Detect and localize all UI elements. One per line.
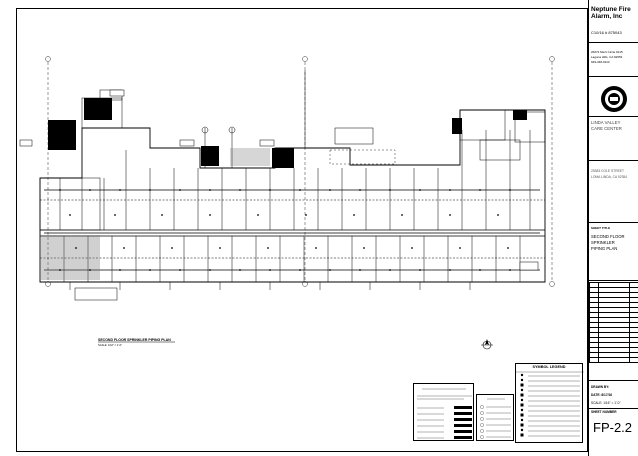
sprinkler-heads — [59, 189, 511, 271]
sheet-date: DATE: 8/17/16 — [591, 393, 613, 397]
sheet-title-label: SHEET TITLE — [591, 226, 611, 230]
project-name-line2: CARE CENTER — [591, 126, 622, 131]
project-address: 25383 COLE STREET LOMA LINDA, CA 92354 — [591, 168, 627, 180]
project-address-line1: 25383 COLE STREET — [591, 169, 624, 173]
sheet-title: SECOND FLOOR SPRINKLER PIPING PLAN — [591, 234, 625, 252]
notes-checklist-lines — [480, 398, 511, 439]
company-seal-icon — [601, 86, 627, 112]
general-notes-lines — [417, 388, 472, 439]
drawn-by-label: DRAWN BY: — [591, 385, 610, 389]
sheet-scale: SCALE: 1/16" = 1'-0" — [591, 401, 621, 405]
sheet-number: FP-2.2 — [593, 420, 633, 435]
sheet-title-line2: SPRINKLER — [591, 240, 615, 245]
title-block-divider — [589, 408, 638, 409]
company-address-line2: Laguna Hills, CA 92653 — [591, 55, 623, 59]
plan-scale: SCALE: 1/16" = 1'-0" — [98, 344, 123, 347]
symbol-legend-rows — [516, 371, 584, 437]
title-block: Neptune Fire Alarm, Inc C10/16 # 875043 … — [588, 0, 638, 456]
company-phone: 949-348-9110 — [591, 60, 610, 64]
project-name: LINDA VALLEY CARE CENTER — [591, 120, 622, 132]
company-address-line1: 26072 Merit Circle #115 — [591, 50, 623, 54]
company-name-line1: Neptune Fire — [591, 6, 631, 13]
company-address: 26072 Merit Circle #115 Laguna Hills, CA… — [591, 50, 623, 65]
title-block-divider — [589, 280, 638, 281]
company-name: Neptune Fire Alarm, Inc — [591, 6, 631, 20]
title-block-divider — [589, 222, 638, 223]
symbol-legend-title: SYMBOL LEGEND — [532, 365, 566, 369]
title-block-divider — [589, 76, 638, 77]
title-block-divider — [589, 160, 638, 161]
sheet-number-label: SHEET NUMBER — [591, 410, 617, 414]
project-name-line1: LINDA VALLEY — [591, 120, 621, 125]
sheet-title-line1: SECOND FLOOR — [591, 234, 625, 239]
license-number: C10/16 # 875043 — [591, 30, 622, 35]
title-block-divider — [589, 116, 638, 117]
general-notes-box — [413, 383, 474, 441]
plan-caption: SECOND FLOOR SPRINKLER PIPING PLAN — [98, 338, 171, 342]
sheet-border — [16, 8, 588, 452]
north-arrow-icon — [481, 339, 493, 350]
title-block-divider — [589, 380, 638, 381]
project-address-line2: LOMA LINDA, CA 92354 — [591, 175, 628, 179]
revision-table — [589, 282, 638, 363]
company-name-line2: Alarm, Inc — [591, 13, 623, 20]
notes-checklist-box — [476, 394, 514, 441]
floor-plan-drawing — [19, 56, 555, 343]
sheet-title-line3: PIPING PLAN — [591, 246, 618, 251]
title-block-divider — [589, 42, 638, 43]
symbol-legend: SYMBOL LEGEND — [515, 363, 584, 443]
